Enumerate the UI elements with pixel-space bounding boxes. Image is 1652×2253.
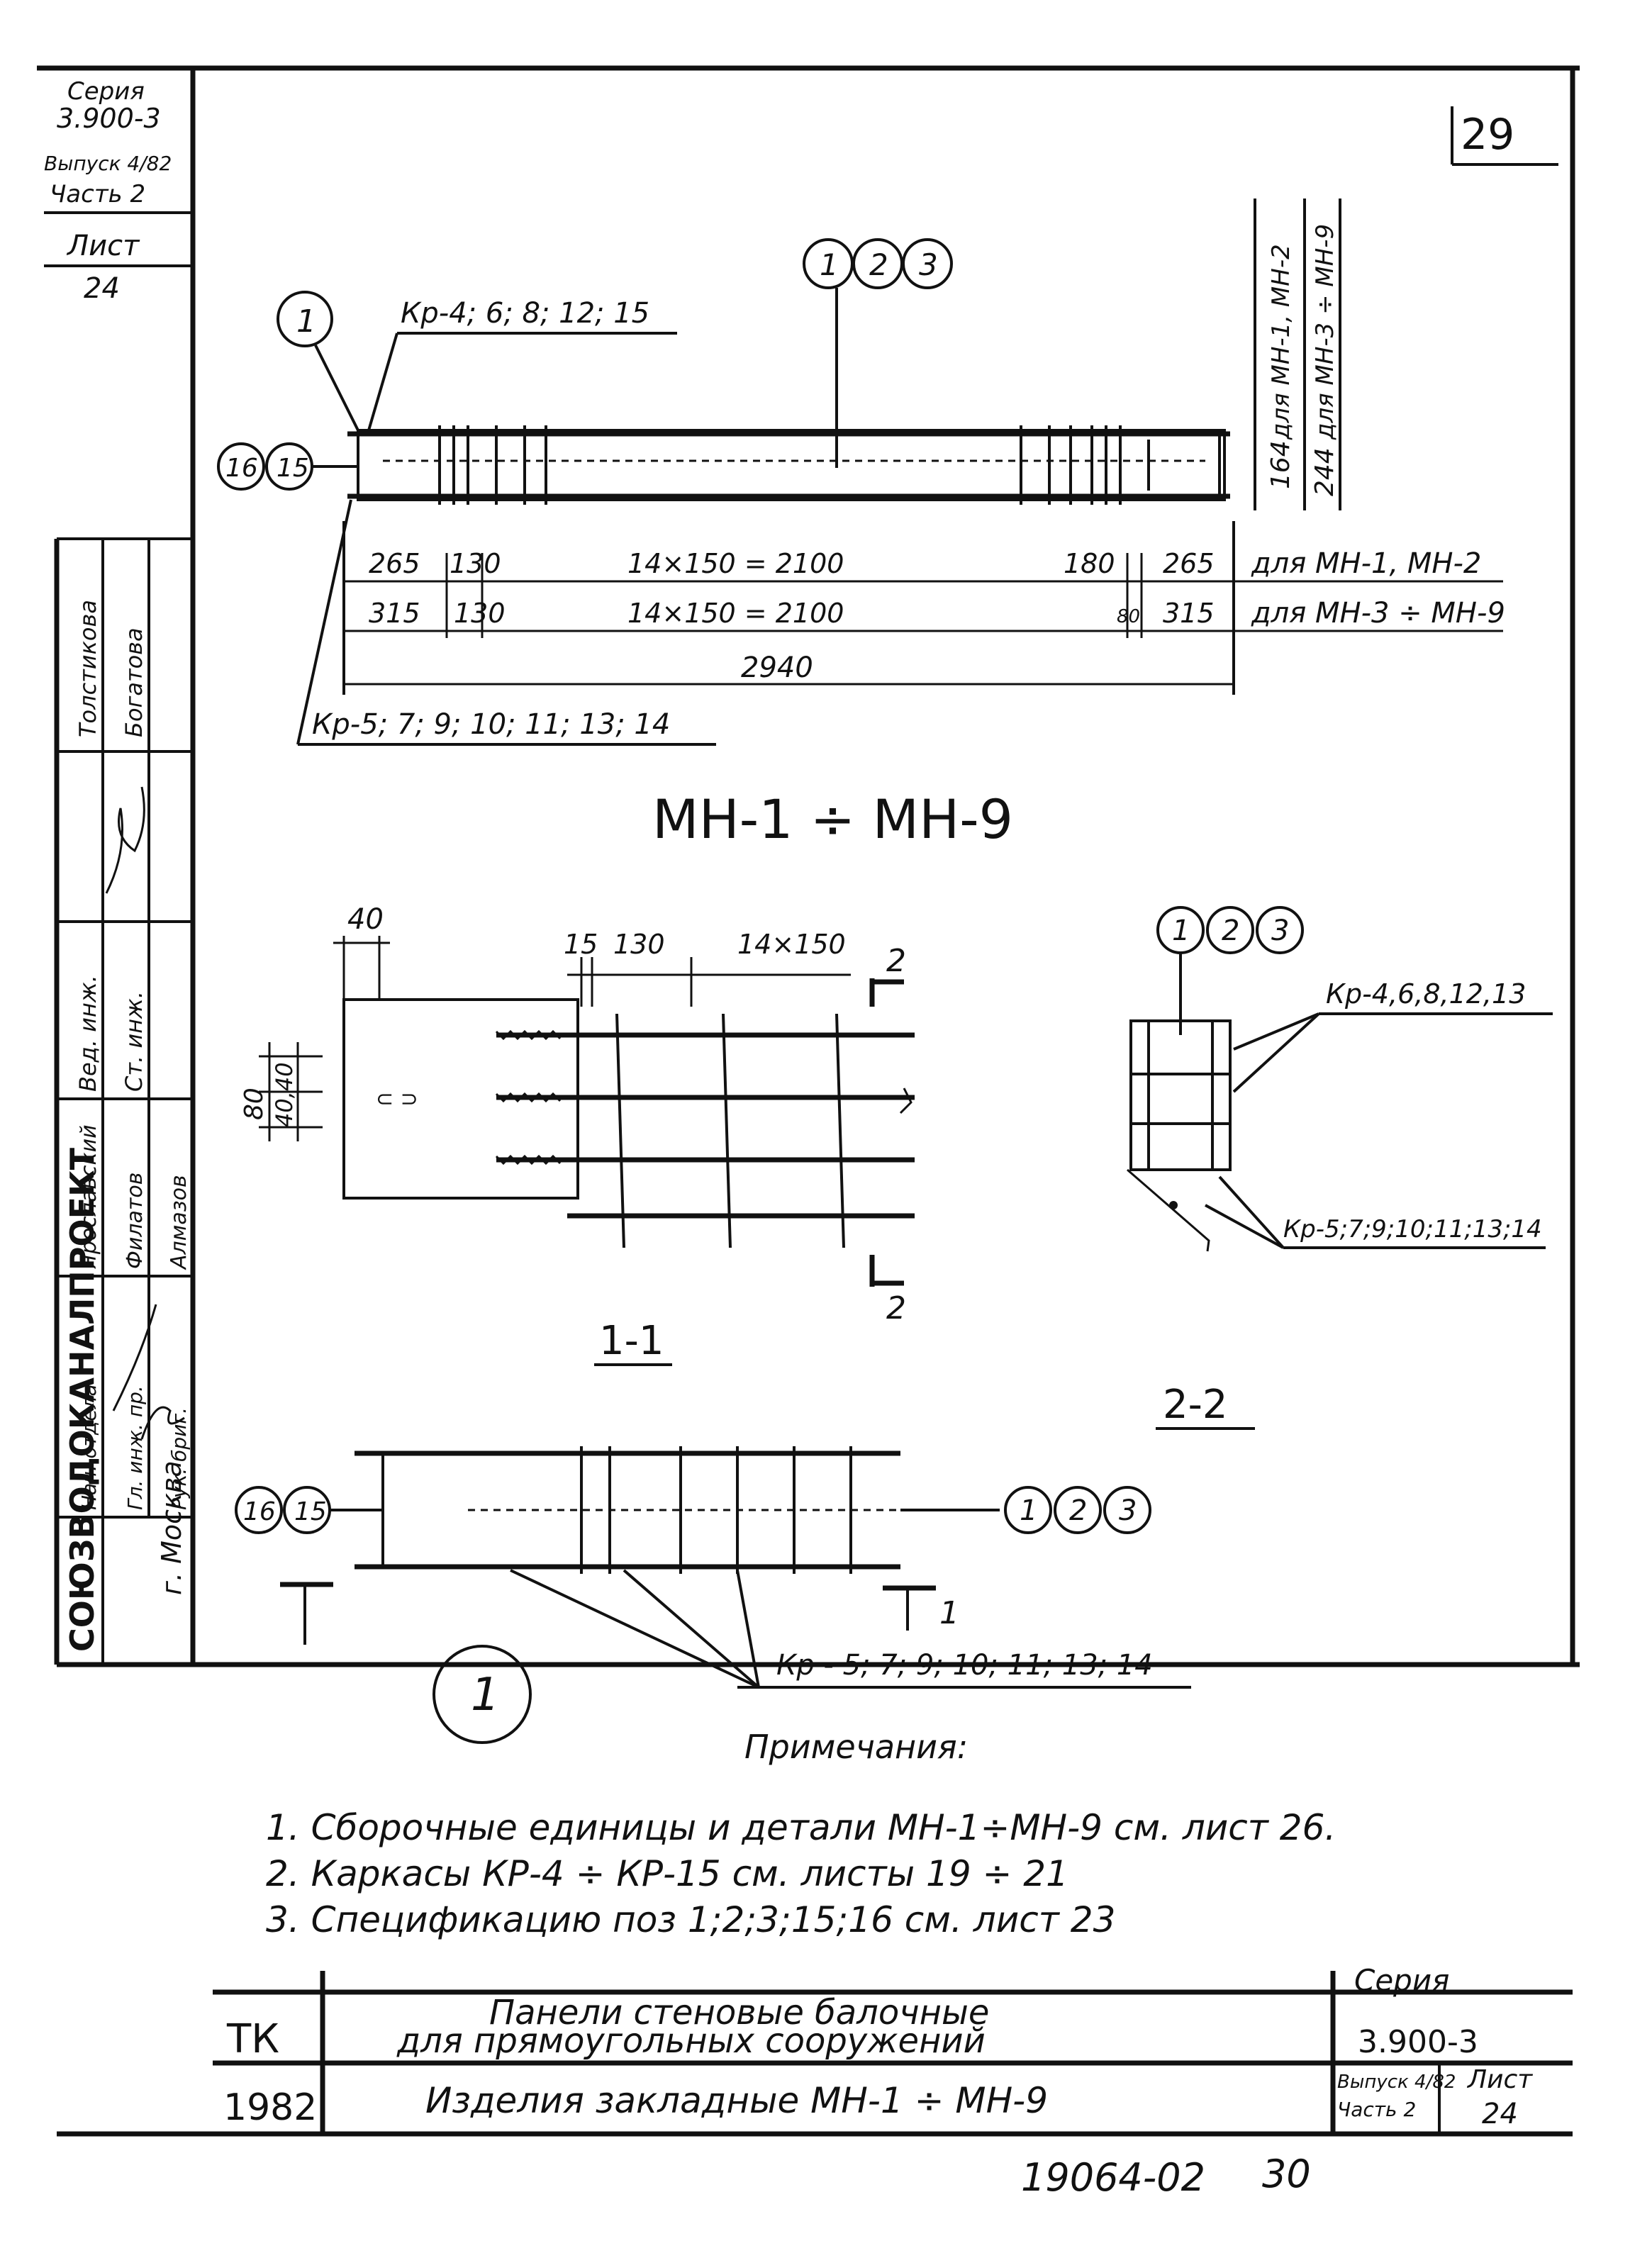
stamp-sheet-value: 24 [84, 272, 120, 305]
sidebar-name-1: Толстикова [74, 600, 101, 737]
sheet-number-box: 29 [1451, 106, 1558, 166]
row2-130: 130 [454, 598, 506, 629]
title-block-line1: Панели стеновые балочные [489, 1993, 989, 2033]
title-block-line2: для прямоугольных сооружений [396, 2021, 986, 2061]
organization-city: г. Москва [156, 1460, 187, 1595]
tb-issue: Выпуск 4/82 [1337, 2072, 1456, 2093]
footer-drawing-number: 19064-02 [1021, 2155, 1205, 2200]
stamp-sheet-label: Лист [66, 230, 140, 262]
callout-top-1: 1 [820, 247, 839, 282]
section-1-1-label: 1-1 [599, 1318, 664, 1364]
height-164: 164 [1266, 440, 1295, 489]
callout-top-2: 2 [869, 247, 888, 282]
signature-2 [112, 1304, 185, 1440]
signature-1 [105, 786, 145, 894]
stamp-series-label: Серия [67, 77, 145, 106]
sidebar-role-4: Гл. инж. пр. [123, 1385, 147, 1510]
callout-top-3: 3 [919, 247, 938, 282]
s22-frames-top: Кр-4,6,8,12,13 [1326, 978, 1526, 1010]
sidebar-signatures: Толстикова Богатова Вед. инж. Ст. инж. Я… [63, 600, 191, 1652]
notes-heading: Примечания: [744, 1728, 968, 1766]
s22-callout-2: 2 [1222, 915, 1239, 947]
tb-series-value: 3.900-3 [1358, 2024, 1478, 2060]
s22-callout-1: 1 [1172, 915, 1190, 947]
title-block-code: ТК [226, 2016, 279, 2062]
row1-265-right: 265 [1163, 548, 1215, 579]
footer: 19064-02 30 [1021, 2152, 1311, 2200]
tb-sheet-label: Лист [1466, 2065, 1533, 2094]
frames-top-label: Кр-4; 6; 8; 12; 15 [401, 297, 649, 330]
callout-top-left: 1 [296, 303, 316, 340]
row1-note: для МН-1, МН-2 [1251, 547, 1481, 580]
title-block: ТК 1982 Панели стеновые балочные для пря… [57, 1963, 1573, 2137]
dim-80: 80 [240, 1088, 269, 1120]
note-1: 1. Сборочные единицы и детали МН-1÷МН-9 … [266, 1807, 1336, 1848]
row1-2100: 14×150 = 2100 [627, 548, 844, 579]
plan-callout-3: 3 [1119, 1494, 1137, 1527]
section-2-2: 1 2 3 Кр-4,6,8,12,13 Кр-5;7;9;10;11;13;1… [1127, 906, 1553, 1430]
height-note-1: для МН-1, МН-2 [1267, 244, 1295, 440]
total-2940: 2940 [741, 652, 813, 684]
row1-130: 130 [450, 548, 501, 579]
dim-14x150: 14×150 [737, 929, 846, 960]
organization-name: СОЮЗВОДОКАНАЛПРОЕКТ [63, 1147, 101, 1652]
plan-callout-2: 2 [1069, 1494, 1087, 1527]
row1-180: 180 [1064, 548, 1115, 579]
cut-mark-2-top: 2 [886, 943, 906, 979]
sheet-number: 29 [1461, 110, 1514, 160]
tb-part: Часть 2 [1337, 2098, 1416, 2121]
note-2: 2. Каркасы КР-4 ÷ КР-15 см. листы 19 ÷ 2… [266, 1853, 1068, 1894]
plan-frames: Кр - 5; 7; 9; 10; 11; 13; 14 [776, 1649, 1153, 1682]
row2-315-right: 315 [1163, 598, 1215, 629]
tb-sheet-value: 24 [1482, 2098, 1518, 2130]
plan-callout-15: 15 [294, 1497, 327, 1526]
row1-265-left: 265 [369, 548, 420, 579]
dim-15: 15 [564, 929, 598, 960]
stamp-series-value: 3.900-3 [57, 103, 161, 134]
frames-bottom-label: Кр-5; 7; 9; 10; 11; 13; 14 [312, 708, 670, 741]
sidebar-role-3: Нач. отдела [77, 1384, 101, 1510]
stamp-part: Часть 2 [50, 180, 145, 208]
dim-130: 130 [613, 929, 665, 960]
height-note-2: для МН-3 ÷ МН-9 [1311, 224, 1339, 440]
stamp-issue: Выпуск 4/82 [44, 152, 172, 175]
plan-cut-mark: 1 [939, 1595, 959, 1631]
corner-stamp: Серия 3.900-3 Выпуск 4/82 Часть 2 Лист 2… [44, 77, 193, 305]
dim-40: 40 [347, 903, 384, 936]
plan-big-callout: 1 [471, 1669, 500, 1721]
row2-315-left: 315 [369, 598, 420, 629]
note-3: 3. Спецификацию поз 1;2;3;15;16 см. лист… [266, 1899, 1115, 1940]
notes: Примечания: 1. Сборочные единицы и детал… [266, 1728, 1336, 1940]
callout-pair-15: 15 [277, 454, 309, 483]
tb-series-label: Серия [1354, 1963, 1449, 1998]
height-244: 244 [1310, 447, 1339, 496]
sheet-frame [37, 65, 1580, 1667]
callout-pair-16: 16 [225, 454, 258, 483]
plan-callout-1: 1 [1020, 1494, 1037, 1527]
sidebar-name-3: Ярославский [77, 1124, 101, 1270]
sidebar-name-2: Богатова [121, 627, 147, 737]
sidebar-role-1: Вед. инж. [74, 975, 101, 1092]
drawing-title: МН-1 ÷ МН-9 [652, 788, 1013, 851]
row2-80: 80 [1117, 606, 1140, 627]
plan-view: 16 15 1 2 3 1 Кр - 5; 7; 9; 10; 11; 13; … [235, 1446, 1191, 1744]
title-block-subtitle: Изделия закладные МН-1 ÷ МН-9 [425, 2080, 1048, 2121]
row2-2100: 14×150 = 2100 [627, 598, 844, 629]
sidebar-role-2: Ст. инж. [121, 991, 147, 1092]
title-block-year: 1982 [223, 2086, 317, 2129]
s22-frames-bottom: Кр-5;7;9;10;11;13;14 [1283, 1215, 1542, 1243]
s22-callout-3: 3 [1271, 915, 1289, 947]
section-2-2-label: 2-2 [1163, 1382, 1227, 1428]
anchor-marks: ⊂ ⊃ [376, 1087, 418, 1112]
sidebar-name-5: Алмазов [167, 1175, 191, 1270]
dim-40-40: 40,40 [271, 1062, 298, 1127]
sidebar-name-4: Филатов [123, 1173, 147, 1269]
section-1-1: 40 15 130 14×150 80 40,40 ⊂ ⊃ 2 2 1-1 [240, 903, 915, 1366]
top-view: 1 Кр-4; 6; 8; 12; 15 1 2 3 16 15 164 244… [217, 199, 1505, 746]
plan-callout-16: 16 [243, 1497, 276, 1526]
cut-mark-2-bottom: 2 [886, 1290, 906, 1326]
footer-page: 30 [1262, 2152, 1311, 2196]
row2-note: для МН-3 ÷ МН-9 [1251, 597, 1505, 630]
